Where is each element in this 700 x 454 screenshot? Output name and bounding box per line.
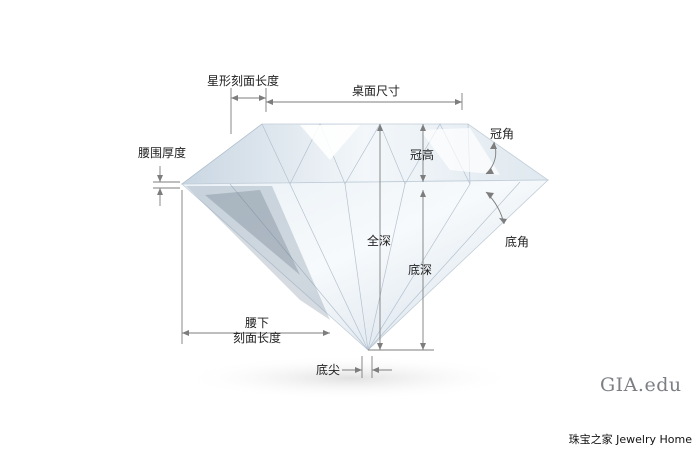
label-lower-half-line2: 刻面长度 [232, 331, 281, 345]
label-star-length: 星形刻面长度 [207, 74, 280, 88]
credit-text: 珠宝之家 Jewelry Home [568, 433, 692, 446]
label-total-depth: 全深 [367, 234, 392, 248]
label-girdle-thickness: 腰围厚度 [138, 146, 187, 160]
label-pavilion-depth: 底深 [408, 263, 433, 277]
label-table-size: 桌面尺寸 [352, 84, 401, 98]
gem-dark-facets [186, 186, 330, 320]
label-lower-half-length: 腰下 刻面长度 [222, 316, 292, 346]
gem-dark-facets-2 [205, 190, 300, 275]
gem-highlight [300, 125, 360, 160]
gia-logo: GIA.edu [600, 374, 682, 396]
label-pavilion-angle: 底角 [505, 235, 530, 249]
label-lower-half-line1: 腰下 [244, 316, 269, 330]
measurement-arrows [157, 95, 507, 373]
label-crown-angle: 冠角 [490, 127, 515, 141]
label-crown-height: 冠高 [410, 148, 435, 162]
label-culet: 底尖 [316, 363, 341, 377]
gem-highlight-2 [420, 128, 500, 175]
gem-shadow [180, 356, 520, 400]
gem-pavilion [180, 179, 550, 351]
